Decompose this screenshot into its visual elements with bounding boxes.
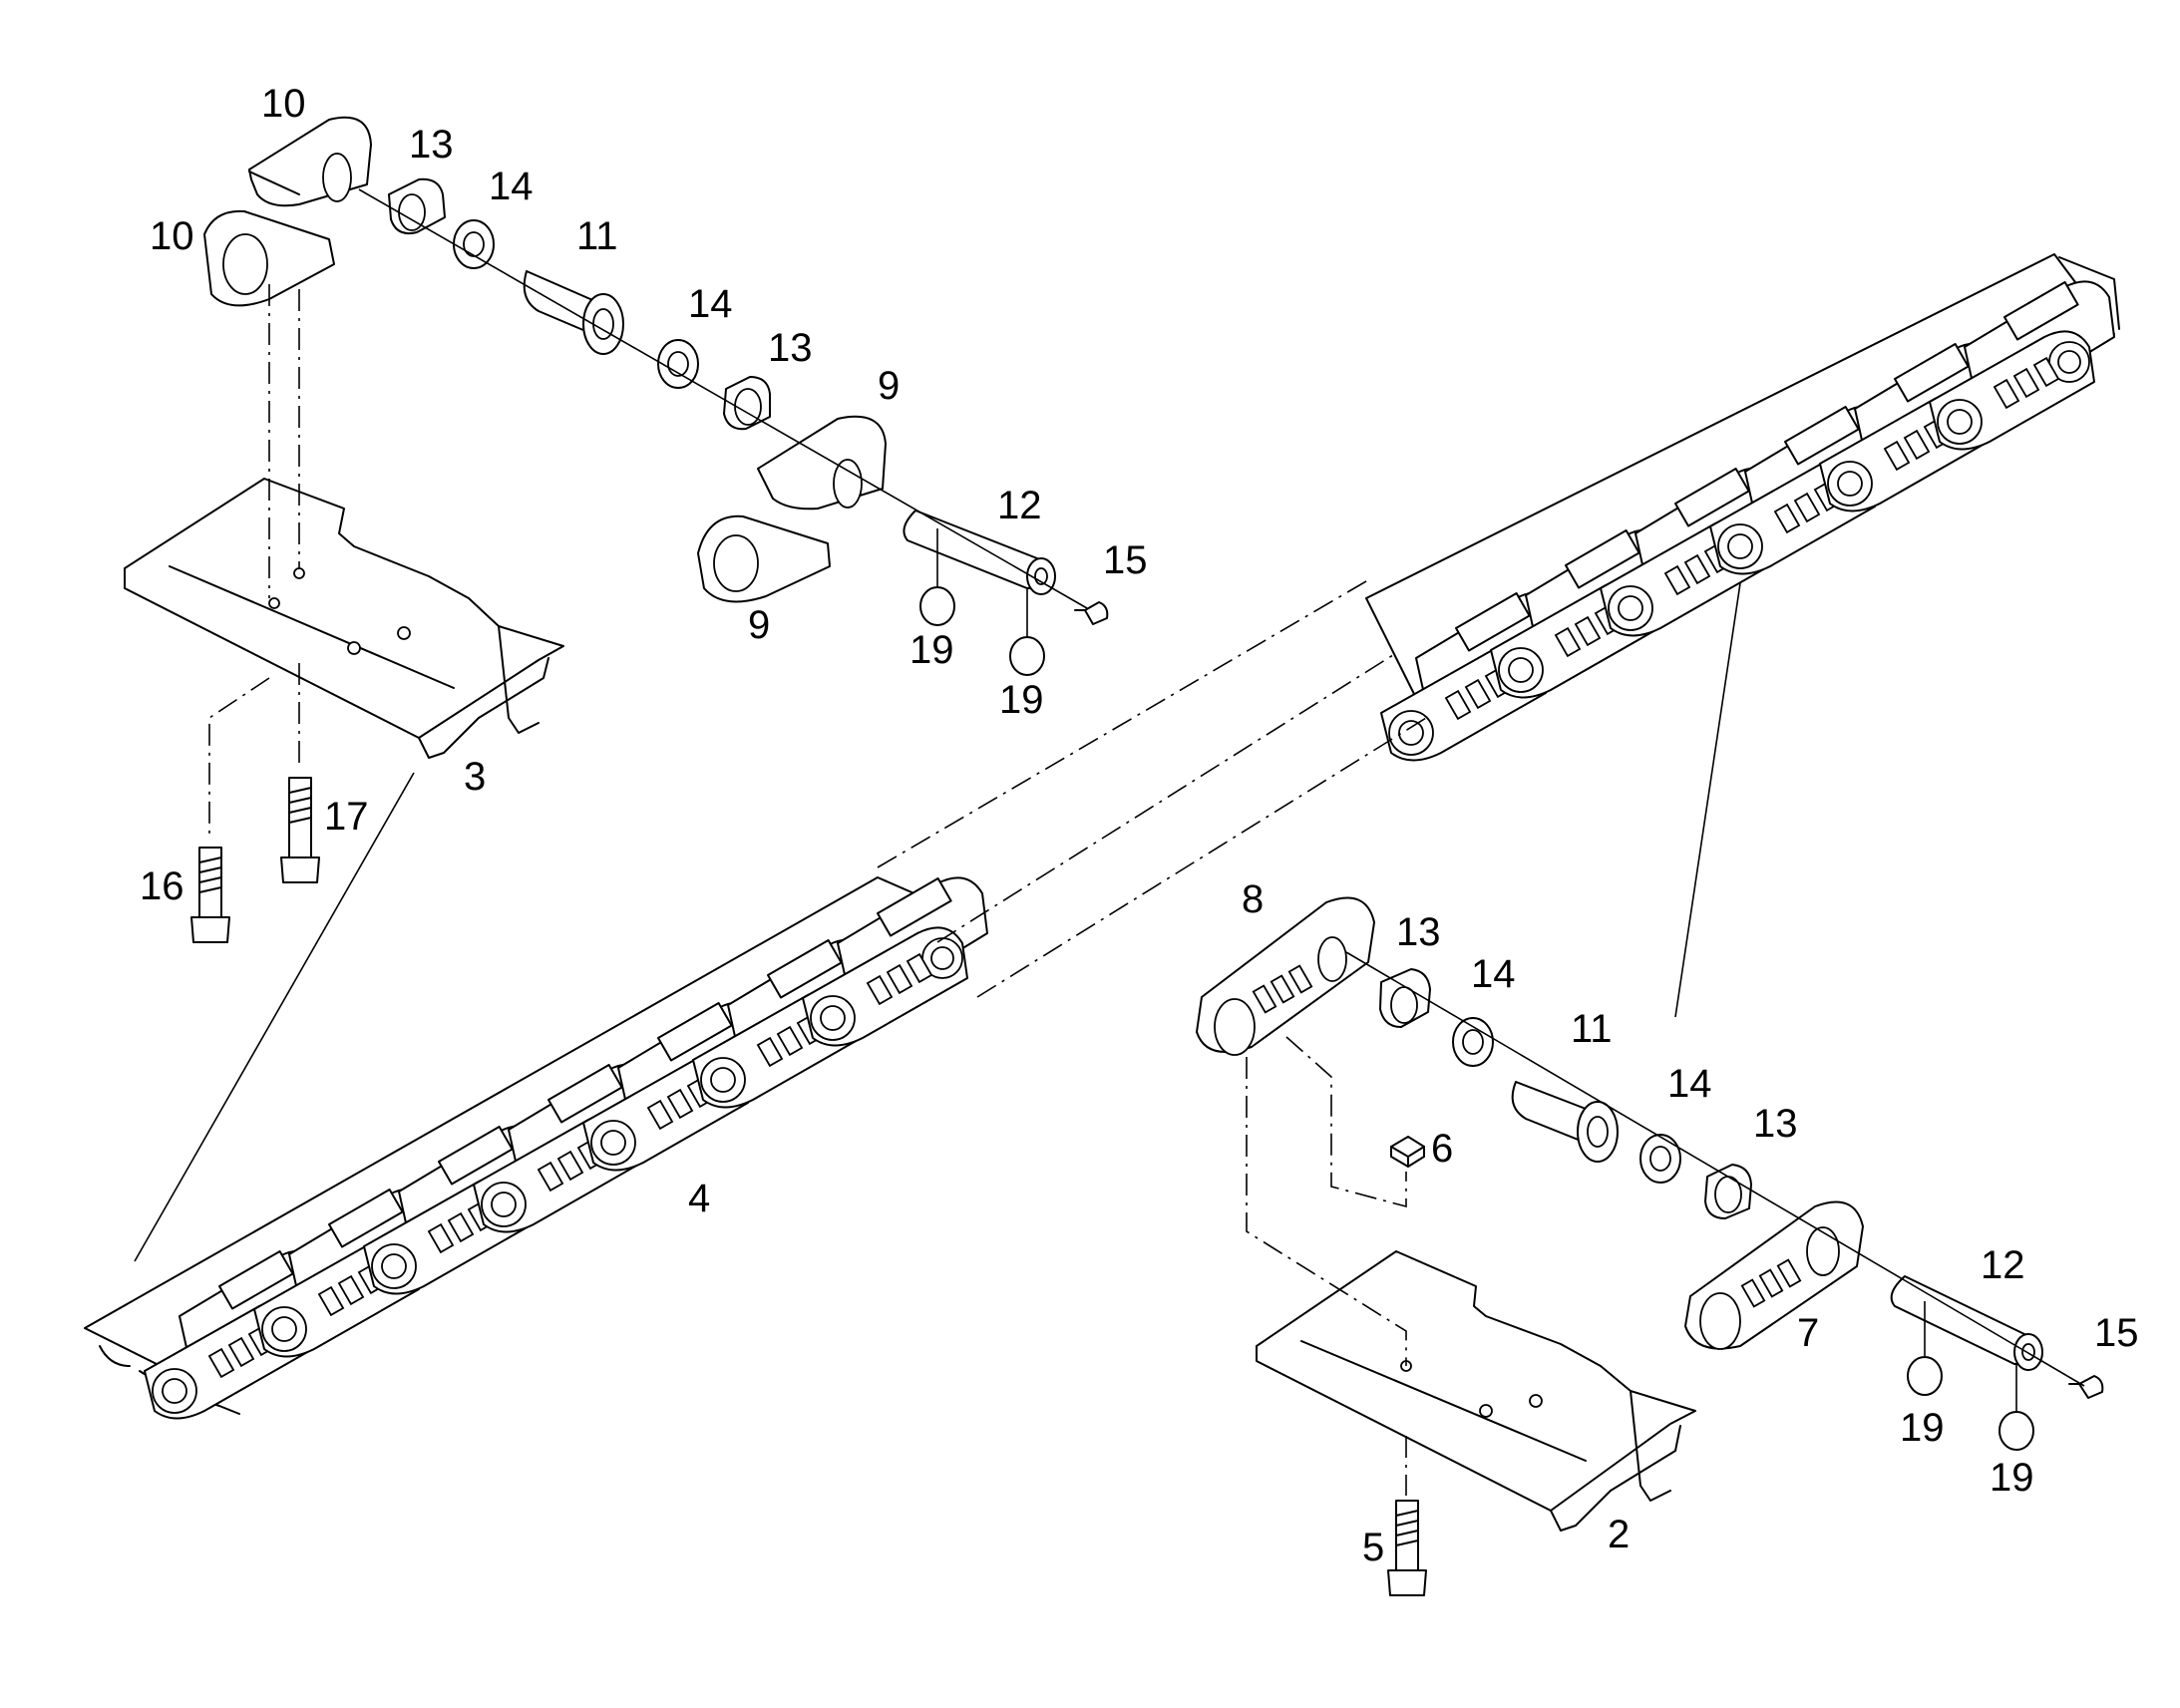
callout-4: 4	[688, 1177, 710, 1220]
callout-16: 16	[140, 864, 184, 908]
track-chain-right	[1365, 253, 2120, 762]
callout-13-third: 13	[1396, 910, 1441, 954]
callout-3: 3	[464, 755, 486, 799]
callout-19-upper-a: 19	[909, 628, 954, 672]
callout-19-upper-b: 19	[999, 678, 1044, 722]
callout-14-fourth: 14	[1667, 1062, 1712, 1106]
callout-14-second: 14	[688, 282, 733, 326]
callout-12-upper: 12	[997, 484, 1042, 527]
callout-8: 8	[1242, 877, 1264, 921]
track-chain-left	[84, 876, 988, 1420]
callout-14-third: 14	[1471, 952, 1516, 996]
callout-9-upper: 9	[878, 364, 900, 408]
callout-9-lower: 9	[748, 603, 770, 647]
callout-labels: 10 10 13 14 11 14 13 9 9 12 15 19 19 3 1…	[140, 82, 2139, 1569]
upper-left-exploded-group	[124, 116, 1109, 943]
callout-17: 17	[324, 795, 369, 839]
callout-10-lower: 10	[150, 214, 194, 258]
callout-10-upper: 10	[261, 82, 306, 126]
chain-connection-lines	[134, 577, 1741, 1262]
callout-15-lower: 15	[2094, 1311, 2139, 1355]
callout-13-second: 13	[768, 326, 813, 370]
callout-5: 5	[1362, 1526, 1384, 1569]
callout-6: 6	[1431, 1127, 1453, 1171]
callout-19-lower-b: 19	[1990, 1456, 2034, 1500]
callout-11-upper: 11	[576, 214, 618, 258]
callout-14-first: 14	[489, 165, 534, 208]
callout-13-fourth: 13	[1753, 1102, 1798, 1146]
callout-11-lower: 11	[1571, 1007, 1613, 1051]
callout-12-lower: 12	[1981, 1243, 2025, 1287]
callout-13-first: 13	[409, 123, 454, 167]
callout-7: 7	[1797, 1311, 1819, 1355]
callout-2: 2	[1608, 1513, 1630, 1556]
callout-15-upper: 15	[1103, 538, 1148, 582]
lower-right-exploded-group	[1196, 896, 2104, 1596]
callout-19-lower-a: 19	[1900, 1406, 1945, 1450]
